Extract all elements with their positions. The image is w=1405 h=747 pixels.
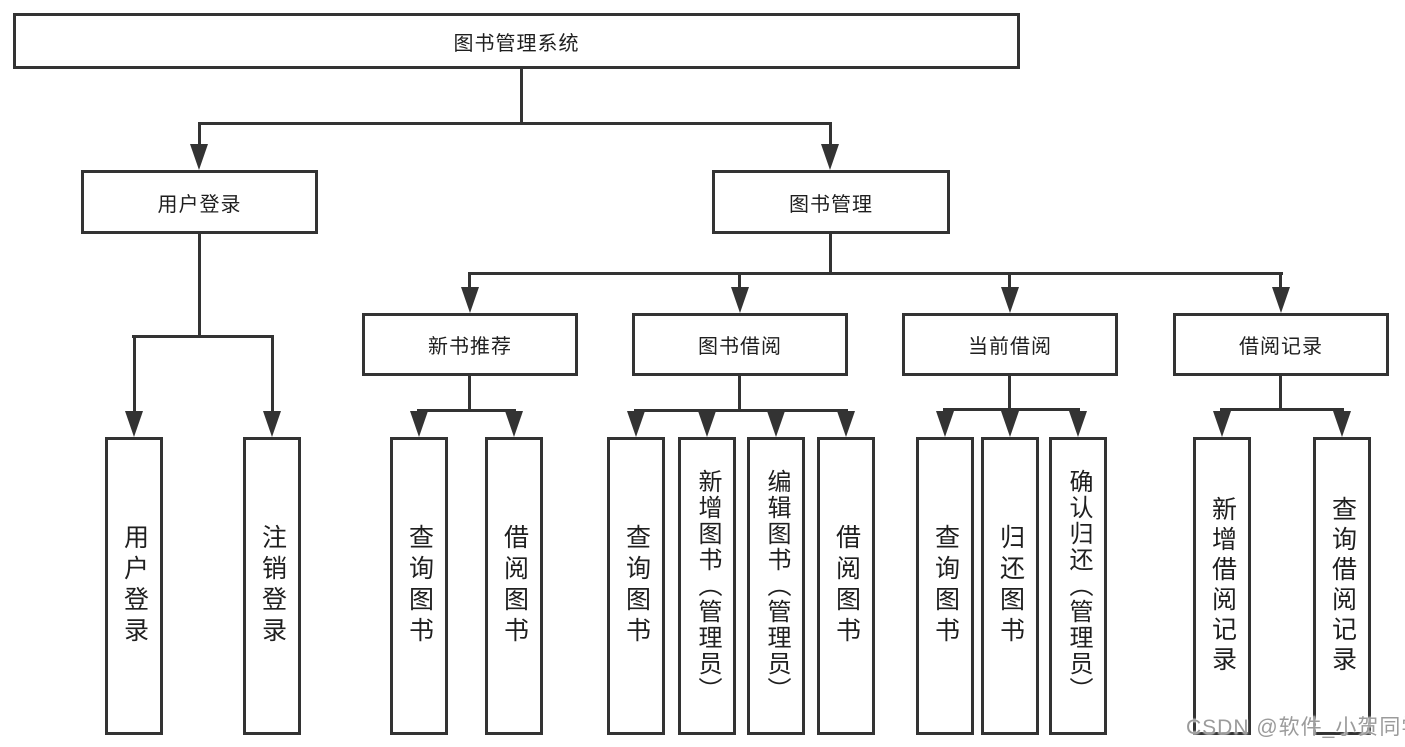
leaf-query-book-borrow: 查询图书	[607, 437, 665, 735]
connector-user-login-stem	[198, 234, 201, 335]
node-user-login: 用户登录	[81, 170, 318, 234]
node-label: 图书管理系统	[453, 32, 580, 55]
arrow-down-icon	[698, 411, 716, 437]
csdn-watermark: CSDN @软件_小贺同学	[1186, 716, 1405, 739]
arrow-down-icon	[1272, 287, 1290, 313]
arrow-down-icon	[505, 411, 523, 437]
arrow-down-icon	[1069, 411, 1087, 437]
arrow-down-icon	[821, 144, 839, 170]
leaf-query-book-recommend: 查询图书	[390, 437, 448, 735]
arrow-down-icon	[1213, 411, 1231, 437]
arrow-down-icon	[125, 411, 143, 437]
leaf-query-borrow-record: 查询借阅记录	[1313, 437, 1371, 735]
node-current-borrow: 当前借阅	[902, 313, 1118, 376]
arrow-down-icon	[461, 287, 479, 313]
connector-level1-hbar	[198, 122, 832, 125]
connector-hbar	[634, 409, 848, 412]
arrow-down-icon	[1001, 411, 1019, 437]
connector-shaft	[829, 122, 832, 148]
leaf-label: 归还图书	[996, 524, 1025, 648]
node-label: 图书借阅	[698, 336, 782, 358]
leaf-label: 查询图书	[405, 524, 434, 648]
leaf-edit-book-admin: 编辑图书（管理员）	[747, 437, 805, 735]
leaf-label: 新增借阅记录	[1208, 496, 1237, 676]
leaf-label: 注销登录	[258, 524, 287, 648]
connector-level3-hbar	[468, 272, 1283, 275]
node-book-borrow: 图书借阅	[632, 313, 848, 376]
node-label: 当前借阅	[968, 336, 1052, 358]
arrow-down-icon	[767, 411, 785, 437]
connector-shaft	[271, 335, 274, 413]
connector-shaft	[198, 122, 201, 148]
connector-shaft	[133, 335, 136, 413]
connector-hbar	[943, 408, 1080, 411]
leaf-label: 用户登录	[120, 524, 149, 648]
arrow-down-icon	[263, 411, 281, 437]
arrow-down-icon	[410, 411, 428, 437]
connector-shaft	[468, 272, 471, 289]
connector-shaft	[738, 272, 741, 289]
arrow-down-icon	[1333, 411, 1351, 437]
leaf-label: 编辑图书（管理员）	[763, 469, 790, 703]
connector-shaft	[1008, 272, 1011, 289]
arrow-down-icon	[190, 144, 208, 170]
arrow-down-icon	[936, 411, 954, 437]
leaf-label: 查询图书	[622, 524, 651, 648]
leaf-label: 确认归还（管理员）	[1065, 469, 1092, 703]
node-new-book-recommend: 新书推荐	[362, 313, 578, 376]
leaf-logout-login: 注销登录	[243, 437, 301, 735]
leaf-borrow-book: 借阅图书	[817, 437, 875, 735]
leaf-query-book-current: 查询图书	[916, 437, 974, 735]
connector-shaft	[1279, 272, 1282, 289]
connector-hbar	[1220, 408, 1344, 411]
leaf-user-login: 用户登录	[105, 437, 163, 735]
node-label: 图书管理	[789, 193, 873, 216]
node-label: 新书推荐	[428, 336, 512, 358]
leaf-label: 查询借阅记录	[1328, 496, 1357, 676]
connector-stem	[468, 376, 471, 409]
node-book-management: 图书管理	[712, 170, 950, 234]
leaf-add-book-admin: 新增图书（管理员）	[678, 437, 736, 735]
connector-root-stem	[520, 69, 523, 122]
leaf-label: 新增图书（管理员）	[694, 469, 721, 703]
arrow-down-icon	[627, 411, 645, 437]
leaf-label: 借阅图书	[832, 524, 861, 648]
leaf-borrow-book-recommend: 借阅图书	[485, 437, 543, 735]
node-root-library-system: 图书管理系统	[13, 13, 1020, 69]
arrow-down-icon	[837, 411, 855, 437]
connector-stem	[1008, 376, 1011, 408]
connector-stem	[738, 376, 741, 409]
arrow-down-icon	[1001, 287, 1019, 313]
node-borrow-records: 借阅记录	[1173, 313, 1389, 376]
connector-user-login-hbar	[132, 335, 274, 338]
connector-hbar	[417, 409, 516, 412]
leaf-label: 查询图书	[931, 524, 960, 648]
connector-book-mgmt-stem	[829, 234, 832, 272]
leaf-label: 借阅图书	[500, 524, 529, 648]
arrow-down-icon	[731, 287, 749, 313]
leaf-confirm-return-admin: 确认归还（管理员）	[1049, 437, 1107, 735]
node-label: 用户登录	[157, 193, 242, 216]
connector-stem	[1279, 376, 1282, 408]
leaf-add-borrow-record: 新增借阅记录	[1193, 437, 1251, 735]
node-label: 借阅记录	[1239, 336, 1323, 358]
leaf-return-book: 归还图书	[981, 437, 1039, 735]
